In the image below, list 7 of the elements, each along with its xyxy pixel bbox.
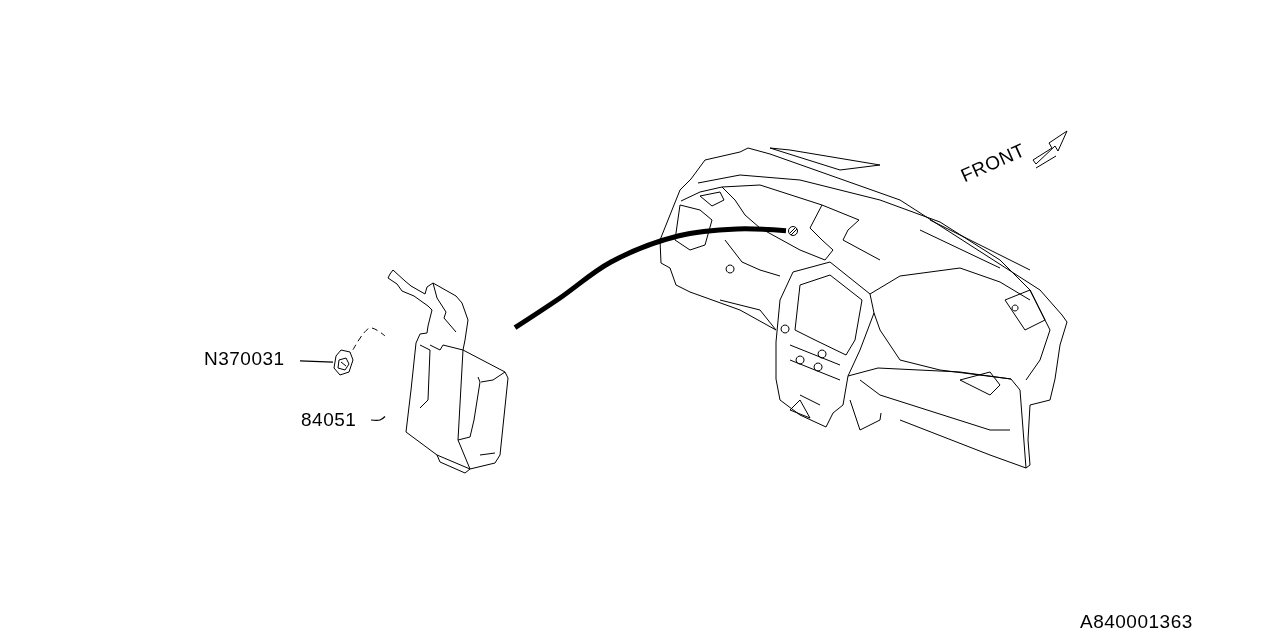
leader-line: [299, 360, 334, 363]
leader-line: [352, 327, 386, 351]
part-number: N370031: [204, 348, 300, 370]
part-number: 84051: [301, 409, 371, 431]
drawing-number: A840001363: [1080, 611, 1193, 633]
location-line: [513, 226, 787, 330]
leader-line: [370, 415, 386, 421]
